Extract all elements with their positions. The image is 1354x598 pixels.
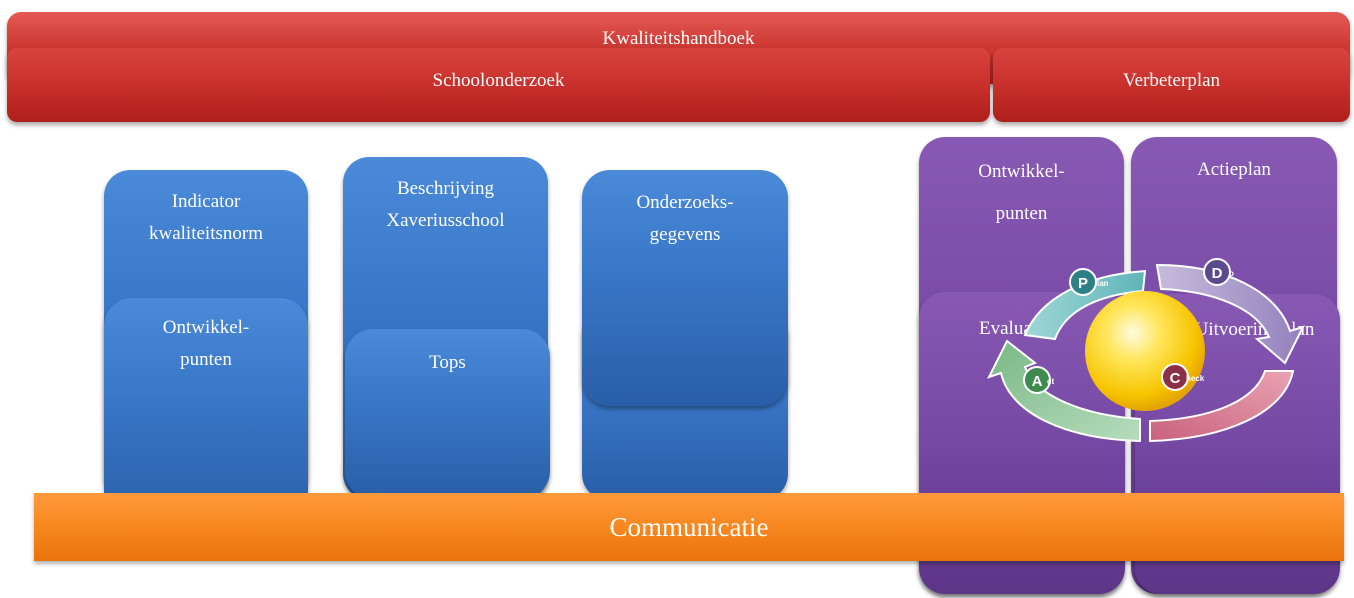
ontwikkelpunten-purple-label: Ontwikkel-punten (978, 161, 1065, 224)
onderzoeksgegevens-box: Onderzoeks-gegevens (582, 170, 788, 406)
check-arrow (1149, 370, 1295, 443)
ontwikkelpunten-blue-box: Ontwikkel-punten (104, 298, 308, 530)
act-arrow (987, 339, 1141, 443)
kwaliteitshandboek-label: Kwaliteitshandboek (602, 28, 755, 49)
onderzoeksgegevens-label: Onderzoeks-gegevens (636, 192, 734, 245)
schoolonderzoek-banner: Schoolonderzoek (7, 48, 990, 122)
verbeterplan-label: Verbeterplan (1122, 70, 1221, 91)
svg-text:heck: heck (1186, 374, 1205, 383)
caption-ghost (40, 547, 920, 577)
indicator-label: Indicator kwaliteitsnorm (149, 191, 263, 244)
communicatie-banner: Communicatie (34, 493, 1344, 561)
beschrijving-label: Beschrijving Xaveriusschool (386, 178, 505, 231)
schoolonderzoek-label: Schoolonderzoek (432, 70, 565, 91)
act-letter: A (1032, 373, 1043, 390)
actieplan-label: Actieplan (1197, 159, 1271, 180)
check-letter: C (1170, 370, 1181, 387)
plan-arrow (1023, 269, 1147, 341)
verbeterplan-banner: Verbeterplan (993, 48, 1350, 122)
svg-text:ct: ct (1047, 377, 1054, 386)
do-letter: D (1212, 265, 1223, 282)
communicatie-label: Communicatie (609, 512, 769, 542)
ontwikkelpunten-blue-label: Ontwikkel-punten (162, 317, 250, 370)
sun-icon (1085, 291, 1205, 411)
tops-label: Tops (429, 352, 466, 373)
tops-box: Tops (345, 329, 550, 499)
svg-text:o: o (1229, 269, 1234, 278)
svg-text:lan: lan (1097, 279, 1109, 288)
plan-letter: P (1078, 275, 1088, 292)
pdca-cycle-graphic: P lan D o C heck A ct (987, 258, 1305, 443)
